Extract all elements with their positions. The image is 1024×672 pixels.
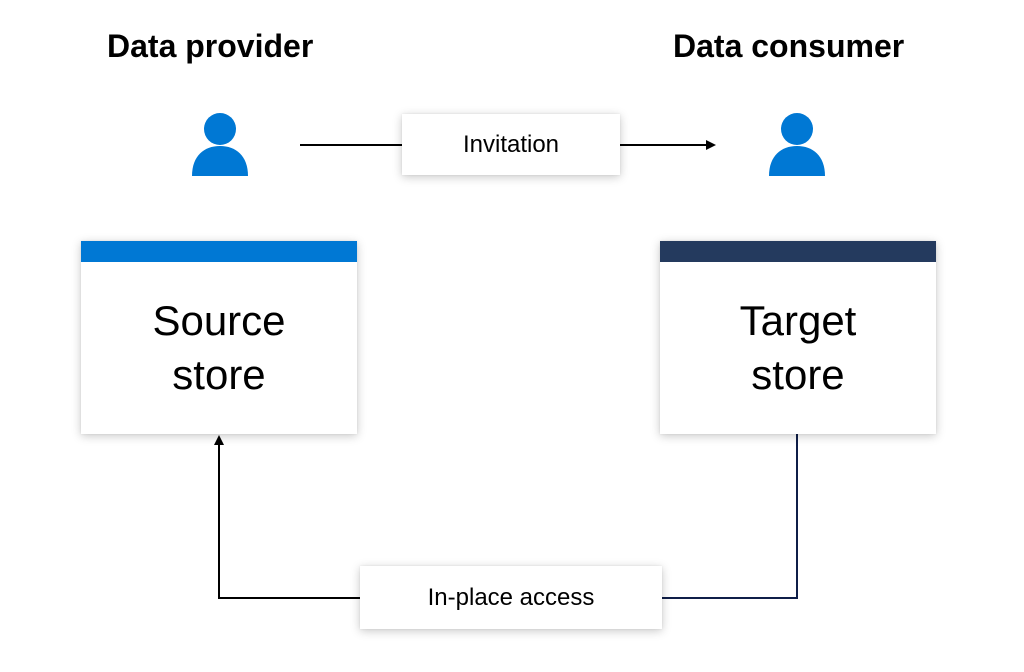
provider-person-icon — [192, 113, 248, 176]
source-store-label: Source store — [152, 297, 286, 398]
consumer-heading: Data consumer — [673, 28, 905, 64]
in-place-access-label: In-place access — [360, 566, 662, 629]
target-store-card: Target store — [660, 241, 936, 434]
provider-heading: Data provider — [107, 28, 314, 64]
access-path-consumer-side — [662, 434, 798, 599]
access-arrow — [214, 435, 360, 599]
invitation-label: Invitation — [402, 114, 620, 175]
consumer-person-icon — [769, 113, 825, 176]
source-store-header-bar — [81, 241, 357, 262]
source-store-card: Source store — [81, 241, 357, 434]
target-store-header-bar — [660, 241, 936, 262]
target-store-label: Target store — [739, 297, 857, 398]
